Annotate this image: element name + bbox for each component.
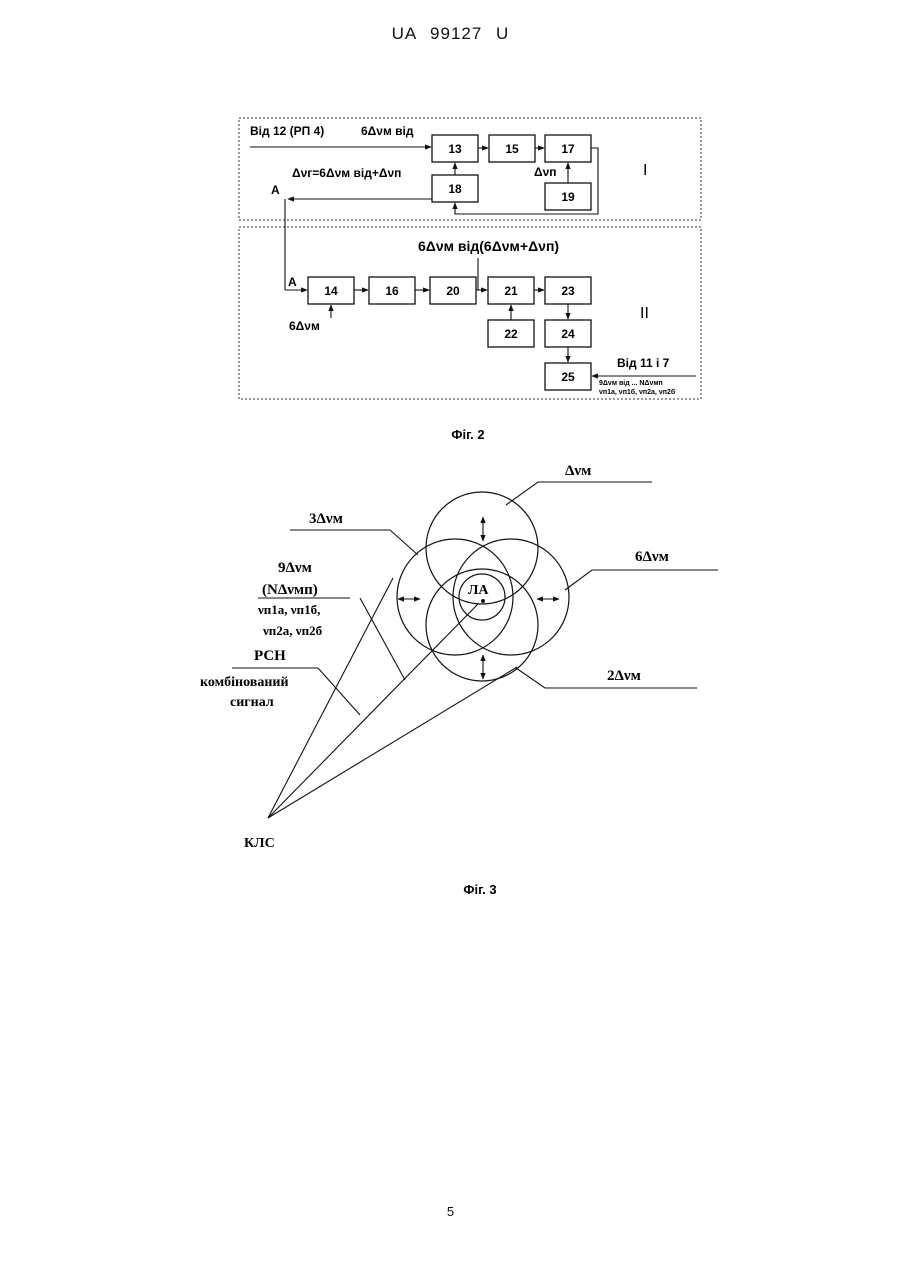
- svg-text:20: 20: [446, 284, 460, 298]
- block-24: 24: [545, 320, 591, 347]
- page-number: 5: [0, 1204, 901, 1219]
- block-15: 15: [489, 135, 535, 162]
- formula-label: Δνг=6Δνм від+Δνп: [292, 166, 401, 180]
- block-13: 13: [432, 135, 478, 162]
- svg-text:23: 23: [561, 284, 575, 298]
- label-2-delta-nu: 2Δνм: [607, 668, 641, 684]
- node-a-bottom: A: [288, 275, 297, 289]
- label-la: ЛА: [468, 583, 489, 598]
- block-25: 25: [545, 363, 591, 390]
- block-23: 23: [545, 277, 591, 304]
- aircraft-point: [481, 599, 485, 603]
- svg-text:22: 22: [504, 327, 518, 341]
- source-label-bottom: Від 11 і 7: [617, 356, 670, 370]
- freq-label-top: 6Δνм від: [361, 124, 414, 138]
- figure-2-block-diagram: 13 15 17 18 19 Від 12 (РП 4) 6Δνм від Δν…: [239, 118, 701, 442]
- label-combined-1: комбінований: [200, 675, 289, 690]
- block-18: 18: [432, 175, 478, 202]
- bottom-label-line-2: νп1а, νп1б, νп2а, νп2б: [599, 388, 676, 396]
- delta-p-label: Δνп: [534, 165, 557, 179]
- svg-text:18: 18: [448, 182, 462, 196]
- label-combined-2: сигнал: [230, 695, 274, 710]
- block-20: 20: [430, 277, 476, 304]
- block-17: 17: [545, 135, 591, 162]
- svg-text:21: 21: [504, 284, 518, 298]
- svg-text:15: 15: [505, 142, 519, 156]
- label-rsn: РСН: [254, 648, 286, 664]
- label-3-delta-nu: 3Δνм: [309, 511, 343, 527]
- label-nu-1: νп1а, νп1б,: [257, 602, 320, 617]
- svg-text:24: 24: [561, 327, 575, 341]
- section-2-label: II: [640, 305, 649, 322]
- label-nu-2: νп2а, νп2б: [262, 623, 323, 638]
- section-1-label: I: [643, 162, 647, 179]
- block-22: 22: [488, 320, 534, 347]
- figure-2-caption: Фіг. 2: [451, 427, 484, 442]
- node-a-top: A: [271, 183, 280, 197]
- bottom-label-line-1: 9Δνм від ... NΔνмп: [599, 379, 663, 387]
- label-kls: КЛС: [244, 836, 275, 851]
- block-19: 19: [545, 183, 591, 210]
- source-label-top: Від 12 (РП 4): [250, 124, 324, 138]
- formula-2-label: 6Δνм від(6Δνм+Δνп): [418, 238, 559, 254]
- block-14: 14: [308, 277, 354, 304]
- input-14-label: 6Δνм: [289, 319, 320, 333]
- svg-text:16: 16: [385, 284, 399, 298]
- svg-text:17: 17: [561, 142, 575, 156]
- svg-text:19: 19: [561, 190, 575, 204]
- svg-text:13: 13: [448, 142, 462, 156]
- label-delta-nu: Δνм: [565, 463, 591, 479]
- block-16: 16: [369, 277, 415, 304]
- svg-text:14: 14: [324, 284, 338, 298]
- label-n-delta-nu: (NΔνмп): [262, 582, 318, 598]
- figure-3-antenna-diagram: Δνм 3Δνм 6Δνм 2Δνм 9Δνм (NΔνмп) νп1а, νп…: [200, 463, 718, 897]
- block-21: 21: [488, 277, 534, 304]
- svg-text:25: 25: [561, 370, 575, 384]
- label-9-delta-nu: 9Δνм: [278, 560, 312, 576]
- label-6-delta-nu: 6Δνм: [635, 549, 669, 565]
- figure-3-caption: Фіг. 3: [463, 882, 496, 897]
